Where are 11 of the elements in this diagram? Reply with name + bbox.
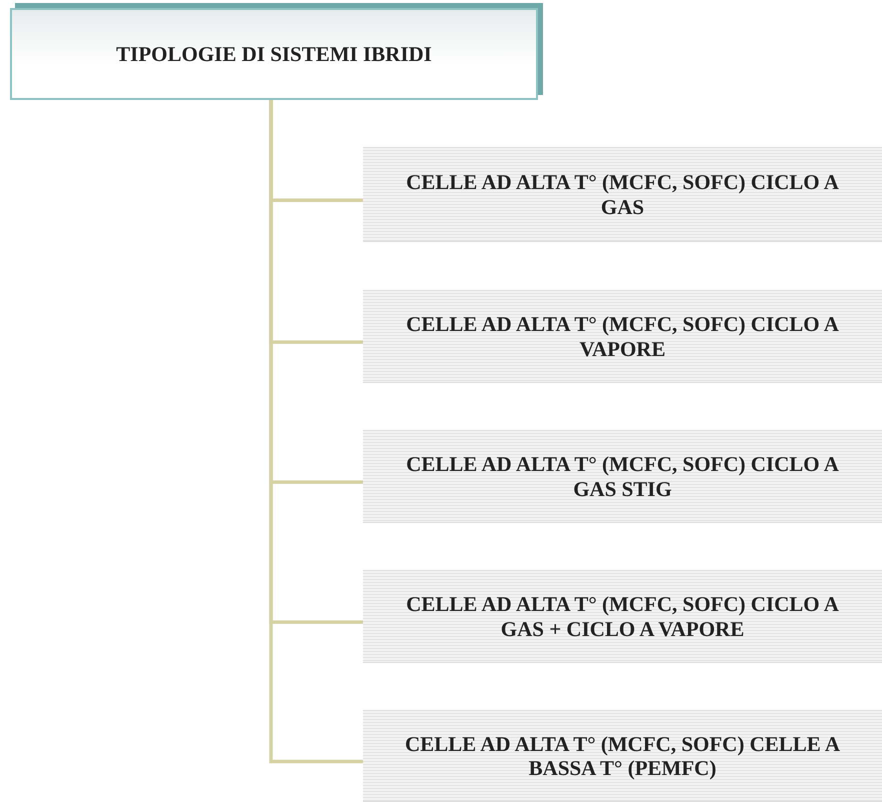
category-text: CELLE AD ALTA T° (MCFC, SOFC) CICLO A GAS	[405, 170, 840, 219]
category-box	[363, 570, 882, 663]
category-box	[363, 430, 882, 523]
category-text: CELLE AD ALTA T° (MCFC, SOFC) CICLO A VAPORE	[405, 312, 840, 361]
category-text: CELLE AD ALTA T° (MCFC, SOFC) CICLO A GAS STIG	[405, 452, 840, 501]
title-text: TIPOLOGIE DI SISTEMI IBRIDI	[116, 42, 432, 66]
category-text: CELLE AD ALTA T° (MCFC, SOFC) CELLE A BASSA T° (PEMFC)	[404, 732, 842, 780]
category-box	[363, 147, 882, 242]
category-text: CELLE AD ALTA T° (MCFC, SOFC) CICLO A GAS + CICLO A VAPORE	[405, 592, 840, 641]
category-box	[363, 710, 882, 802]
category-box	[363, 290, 882, 383]
